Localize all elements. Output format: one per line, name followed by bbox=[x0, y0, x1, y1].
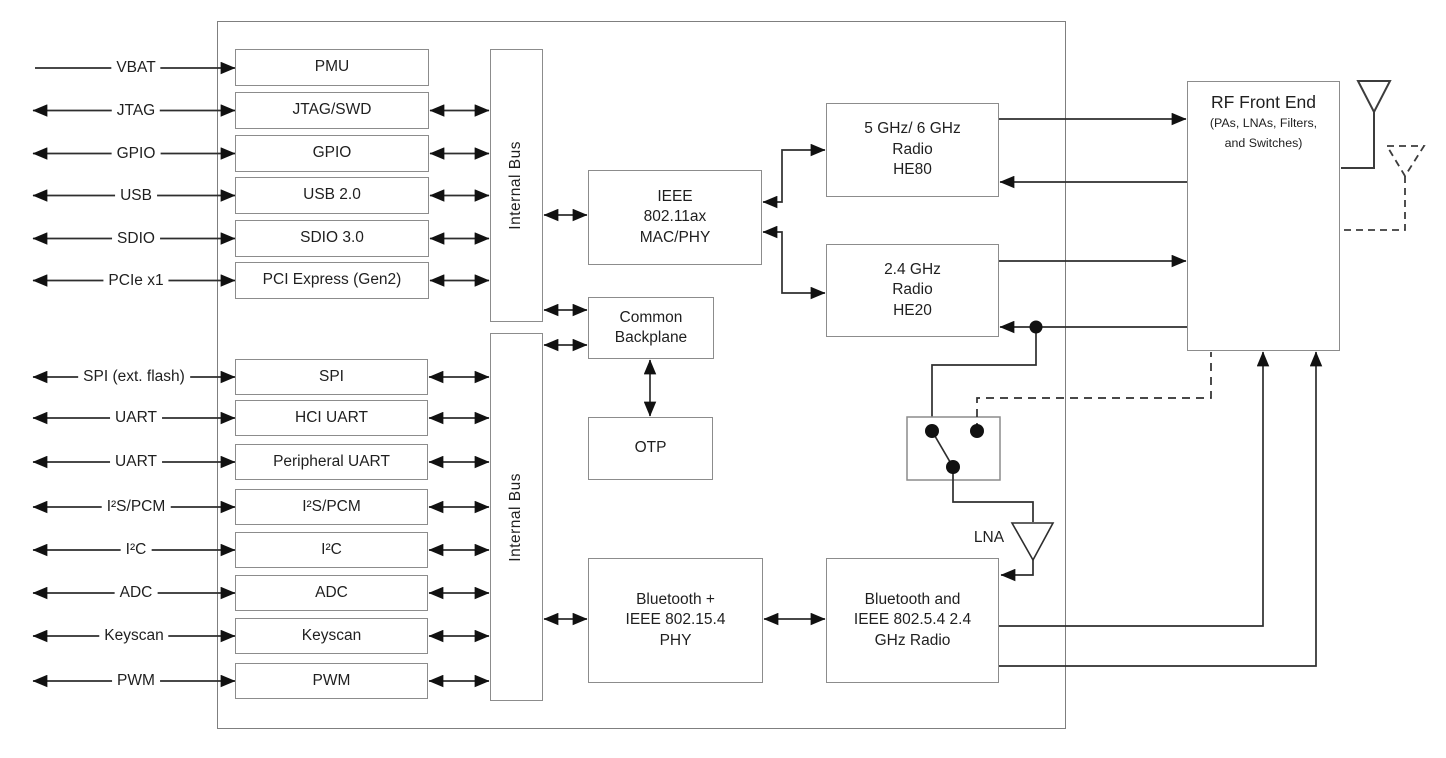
pin-label-spi: SPI (ext. flash) bbox=[78, 368, 190, 386]
pin-label-sdio: SDIO bbox=[112, 229, 160, 248]
internal-bus-bottom-label: Internal Bus bbox=[507, 472, 525, 562]
rf-wires bbox=[931, 112, 1323, 667]
block-pwm: PWM bbox=[235, 663, 428, 699]
rf-front-end-subtitle: (PAs, LNAs, Filters, and Switches) bbox=[1209, 116, 1318, 150]
pin-label-pcie: PCIe x1 bbox=[103, 271, 169, 290]
block-internal-bus-top: Internal Bus bbox=[490, 49, 543, 322]
block-keyscan: Keyscan bbox=[235, 618, 428, 654]
pin-label-gpio: GPIO bbox=[111, 144, 161, 163]
block-bt-radio: Bluetooth and IEEE 802.5.4 2.4 GHz Radio bbox=[826, 558, 999, 683]
antenna-dashed-icon bbox=[1341, 145, 1426, 231]
pin-label-vbat: VBAT bbox=[111, 59, 161, 77]
lna-label: LNA bbox=[973, 529, 1005, 546]
block-otp: OTP bbox=[588, 417, 713, 480]
block-wlan-mac-phy: IEEE 802.11ax MAC/PHY bbox=[588, 170, 762, 265]
block-peripheral-uart: Peripheral UART bbox=[235, 444, 428, 480]
pin-label-keyscan: Keyscan bbox=[99, 627, 169, 645]
pin-label-i2c: I²C bbox=[120, 541, 152, 559]
block-common-backplane: Common Backplane bbox=[588, 297, 714, 359]
block-pmu: PMU bbox=[235, 49, 429, 86]
pin-label-pwm: PWM bbox=[112, 672, 160, 690]
pin-label-adc: ADC bbox=[114, 584, 158, 602]
block-bt-phy: Bluetooth + IEEE 802.15.4 PHY bbox=[588, 558, 763, 683]
pin-label-usb: USB bbox=[115, 186, 157, 205]
block-internal-bus-bottom: Internal Bus bbox=[490, 333, 543, 701]
block-i2c: I²C bbox=[235, 532, 428, 568]
block-i2s-pcm: I²S/PCM bbox=[235, 489, 428, 525]
rf-front-end-title: RF Front End bbox=[1210, 92, 1317, 112]
pin-label-jtag: JTAG bbox=[111, 101, 161, 120]
internal-bus-top-label: Internal Bus bbox=[507, 141, 525, 230]
block-gpio: GPIO bbox=[235, 135, 429, 172]
block-spi: SPI bbox=[235, 359, 428, 395]
block-radio-24ghz: 2.4 GHz Radio HE20 bbox=[826, 244, 999, 337]
block-adc: ADC bbox=[235, 575, 428, 611]
block-jtag-swd: JTAG/SWD bbox=[235, 92, 429, 129]
pin-label-i2s-pcm: I²S/PCM bbox=[101, 498, 171, 516]
block-usb: USB 2.0 bbox=[235, 177, 429, 214]
junction-dot bbox=[1029, 320, 1043, 334]
bus-arrows bbox=[428, 104, 826, 688]
switch-icon bbox=[906, 320, 1212, 522]
block-hci-uart: HCI UART bbox=[235, 400, 428, 436]
pin-label-uart-peripheral: UART bbox=[110, 453, 162, 471]
lna-triangle-icon bbox=[1000, 522, 1055, 582]
antenna-icon bbox=[1341, 80, 1392, 169]
block-rf-front-end: RF Front End (PAs, LNAs, Filters, and Sw… bbox=[1187, 81, 1340, 351]
block-radio-5ghz: 5 GHz/ 6 GHz Radio HE80 bbox=[826, 103, 999, 197]
block-pci-express: PCI Express (Gen2) bbox=[235, 262, 429, 299]
block-sdio: SDIO 3.0 bbox=[235, 220, 429, 257]
pin-label-uart-hci: UART bbox=[110, 409, 162, 427]
